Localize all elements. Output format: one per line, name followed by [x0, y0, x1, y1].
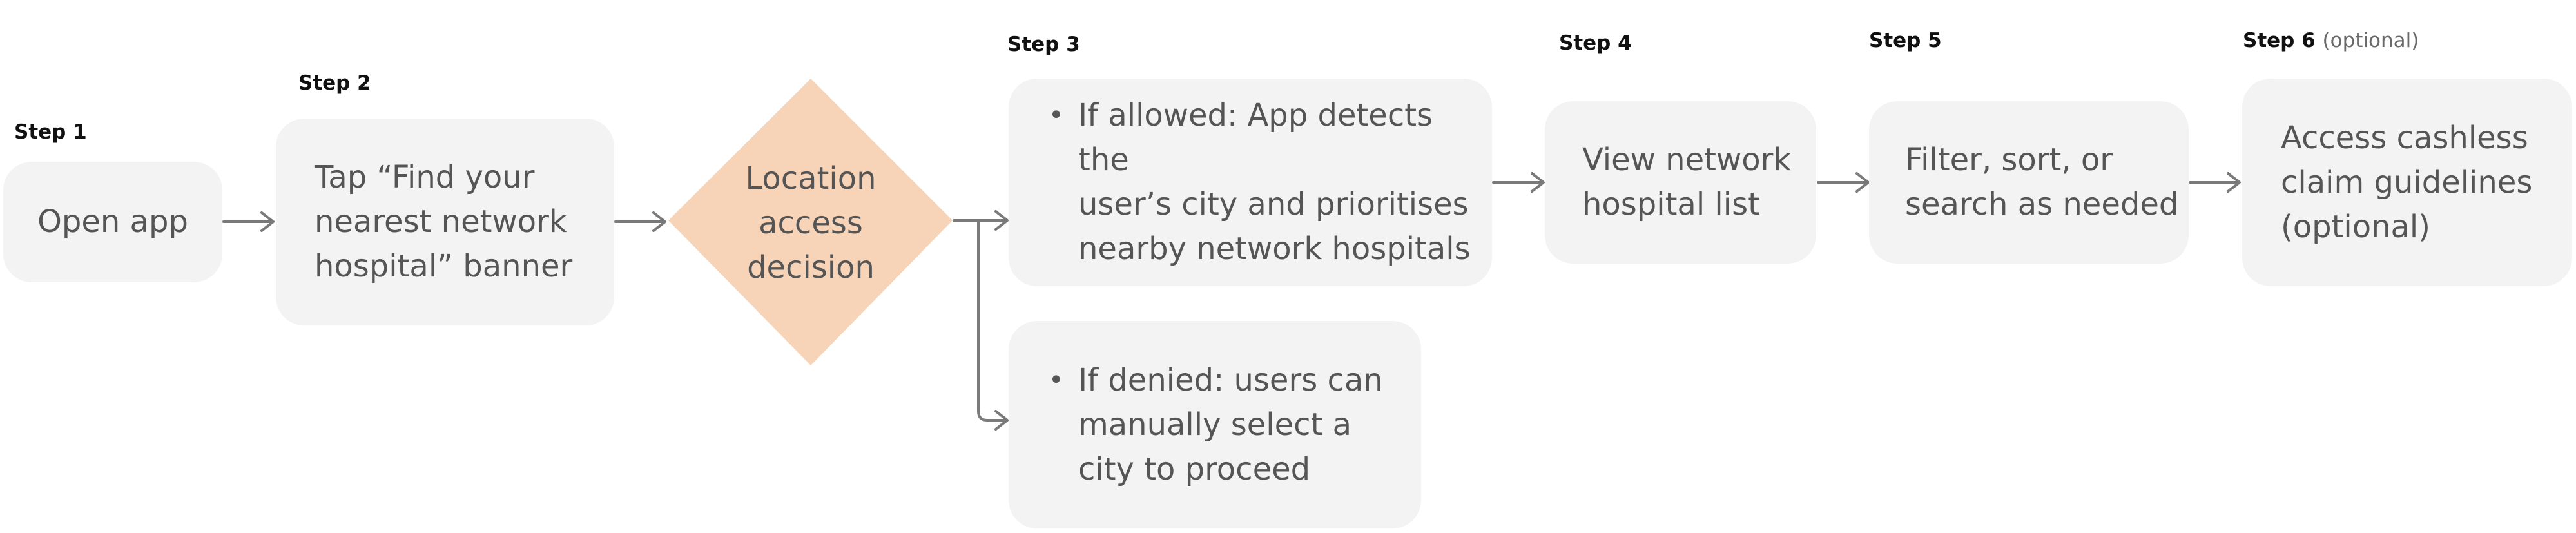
step-3-allowed-text: If allowed: App detects the user’s city … — [1049, 93, 1492, 271]
step-6-label-text: Step 6 — [2243, 29, 2316, 52]
decision-text: Location access decision — [745, 160, 876, 286]
step-5-box: Filter, sort, or search as needed — [1869, 101, 2189, 264]
step-6-label-optional: (optional) — [2322, 29, 2419, 52]
step-3-allowed-box: If allowed: App detects the user’s city … — [1009, 79, 1492, 286]
step-1-box: Open app — [3, 162, 222, 282]
step-2-text: Tap “Find your nearest network hospital”… — [315, 159, 573, 284]
arrowhead-step4-step5 — [1855, 172, 1870, 193]
step-5-text: Filter, sort, or search as needed — [1905, 142, 2179, 222]
step-6-box: Access cashless claim guidelines (option… — [2242, 79, 2572, 286]
arrowhead-diamond-allowed — [994, 210, 1009, 231]
step-3-denied-box: If denied: users can manually select a c… — [1009, 321, 1421, 528]
arrowhead-step1-step2 — [260, 211, 275, 232]
arrow-diamond-denied — [977, 219, 1008, 422]
step-4-label: Step 4 — [1559, 32, 1632, 55]
step-3-denied-text: If denied: users can manually select a c… — [1049, 358, 1383, 492]
arrowhead-diamond-denied — [994, 410, 1009, 431]
decision-diamond — [668, 79, 953, 365]
step-2-label: Step 2 — [298, 72, 371, 95]
step-2-box: Tap “Find your nearest network hospital”… — [276, 119, 614, 325]
step-3-label: Step 3 — [1007, 33, 1080, 56]
step-4-box: View network hospital list — [1545, 101, 1816, 264]
arrowhead-step2-diamond — [652, 211, 666, 232]
arrowhead-step3-step4 — [1531, 172, 1545, 193]
step-3-allowed-list: If allowed: App detects the user’s city … — [1049, 93, 1492, 271]
step-5-label: Step 5 — [1869, 29, 1942, 52]
step-1-label: Step 1 — [14, 121, 87, 144]
step-3-denied-list: If denied: users can manually select a c… — [1049, 358, 1383, 492]
step-1-text: Open app — [37, 204, 188, 240]
arrowhead-step5-step6 — [2227, 172, 2241, 193]
step-4-text: View network hospital list — [1582, 142, 1792, 222]
step-6-text: Access cashless claim guidelines (option… — [2281, 119, 2533, 245]
step-6-label: Step 6 (optional) — [2243, 31, 2419, 51]
